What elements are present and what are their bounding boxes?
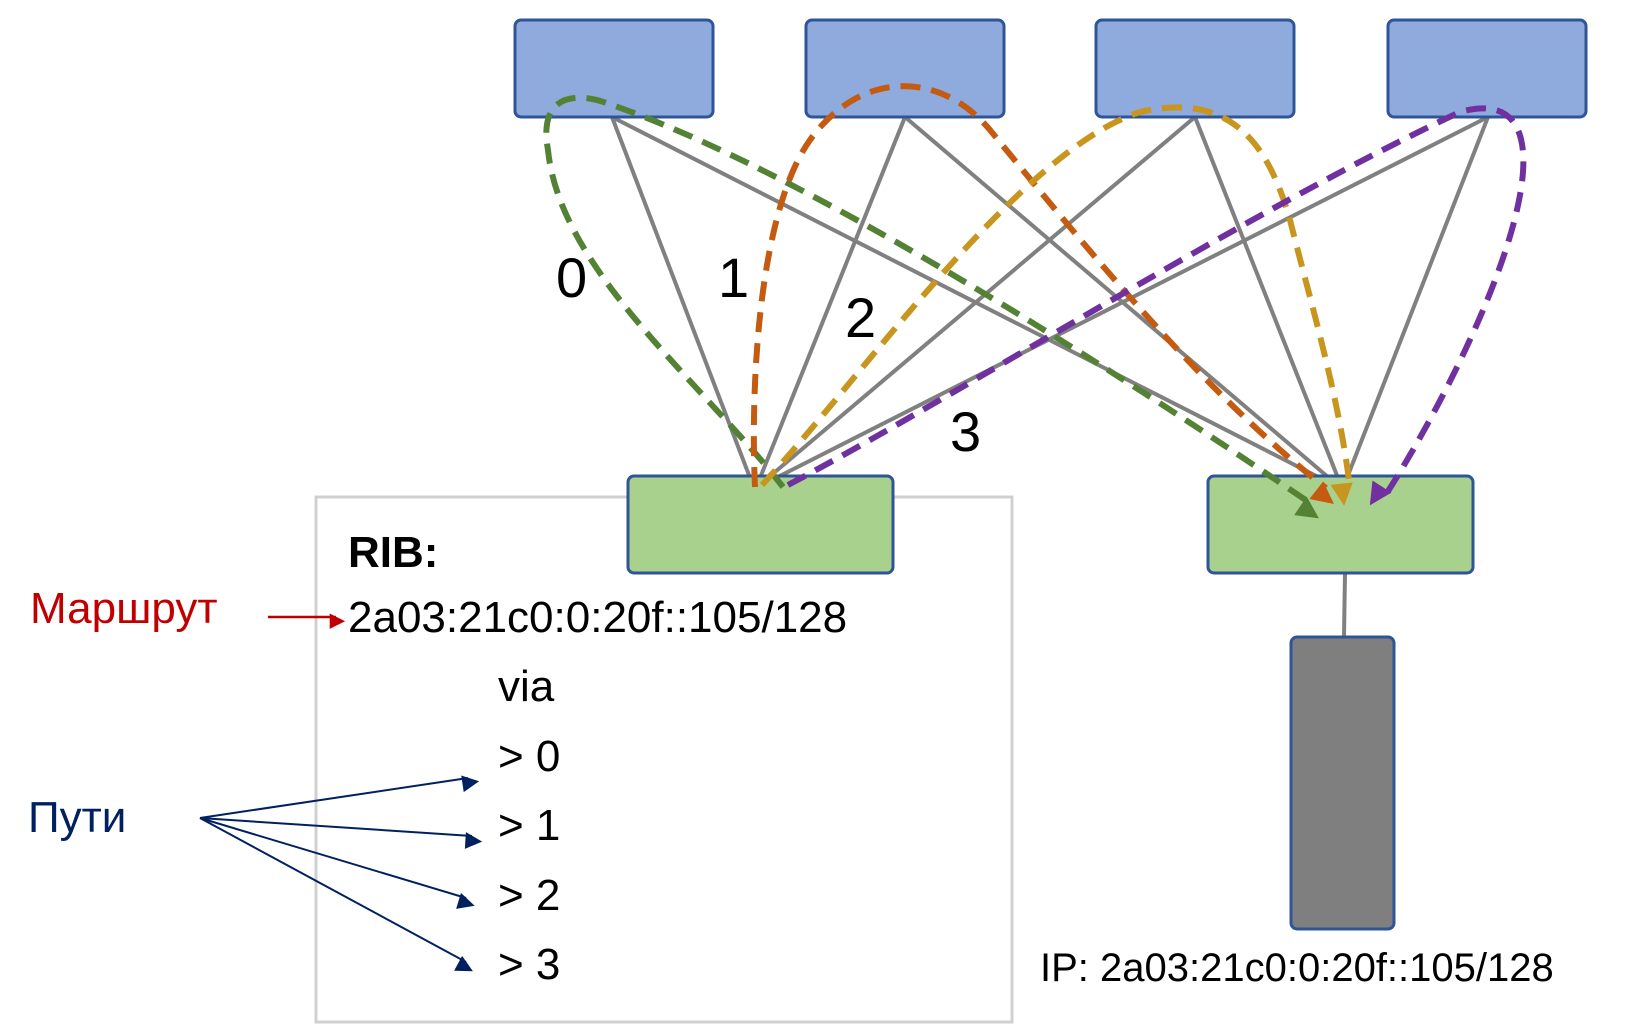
link-spine3-leaf2 bbox=[1193, 116, 1342, 484]
rib-via: via bbox=[498, 662, 555, 711]
link-spine3-leaf1 bbox=[760, 115, 1197, 485]
route-label: Маршрут bbox=[30, 584, 218, 633]
paths-arrow-1 bbox=[199, 817, 483, 849]
path-label-3: 3 bbox=[950, 400, 981, 463]
path-label-1: 1 bbox=[718, 246, 749, 309]
server-ip: IP: 2a03:21c0:0:20f::105/128 bbox=[1040, 946, 1554, 990]
link-spine1-leaf1 bbox=[610, 116, 754, 484]
spine-switch-1 bbox=[513, 18, 715, 119]
server bbox=[1289, 635, 1396, 931]
paths-arrow-0 bbox=[199, 775, 480, 819]
leaf-switch-2 bbox=[1206, 474, 1475, 575]
paths-label: Пути bbox=[28, 793, 126, 842]
link-spine1-leaf2 bbox=[611, 115, 1331, 485]
physical-links bbox=[610, 115, 1490, 638]
paths-arrow-3 bbox=[199, 817, 473, 972]
path-3-purple bbox=[786, 105, 1527, 506]
rib-route: 2a03:21c0:0:20f::105/128 bbox=[348, 593, 847, 642]
spine-switch-3 bbox=[1094, 18, 1296, 119]
link-spine2-leaf1 bbox=[756, 116, 907, 484]
paths-arrow-2 bbox=[199, 817, 475, 909]
rib-entry-2: > 2 bbox=[498, 871, 560, 920]
rib-entry-0: > 0 bbox=[498, 732, 560, 781]
link-spine2-leaf2 bbox=[903, 115, 1337, 485]
rib-panel bbox=[314, 495, 1014, 1024]
spine-switch-4 bbox=[1386, 18, 1588, 119]
link-spine4-leaf1 bbox=[765, 115, 1489, 485]
paths-arrows bbox=[199, 775, 483, 972]
path-label-0: 0 bbox=[556, 246, 587, 309]
rib-title: RIB: bbox=[348, 528, 438, 577]
path-2-gold bbox=[759, 104, 1353, 506]
rib-entry-1: > 1 bbox=[498, 801, 560, 850]
spine-switch-2 bbox=[804, 18, 1006, 119]
link-spine4-leaf2 bbox=[1343, 116, 1490, 484]
path-1-orange bbox=[750, 83, 1334, 504]
path-label-2: 2 bbox=[845, 286, 876, 349]
path-0-green bbox=[543, 94, 1319, 519]
rib-entry-3: > 3 bbox=[498, 940, 560, 989]
link-leaf2-server bbox=[1342, 572, 1347, 638]
leaf-switch-1 bbox=[626, 474, 895, 575]
